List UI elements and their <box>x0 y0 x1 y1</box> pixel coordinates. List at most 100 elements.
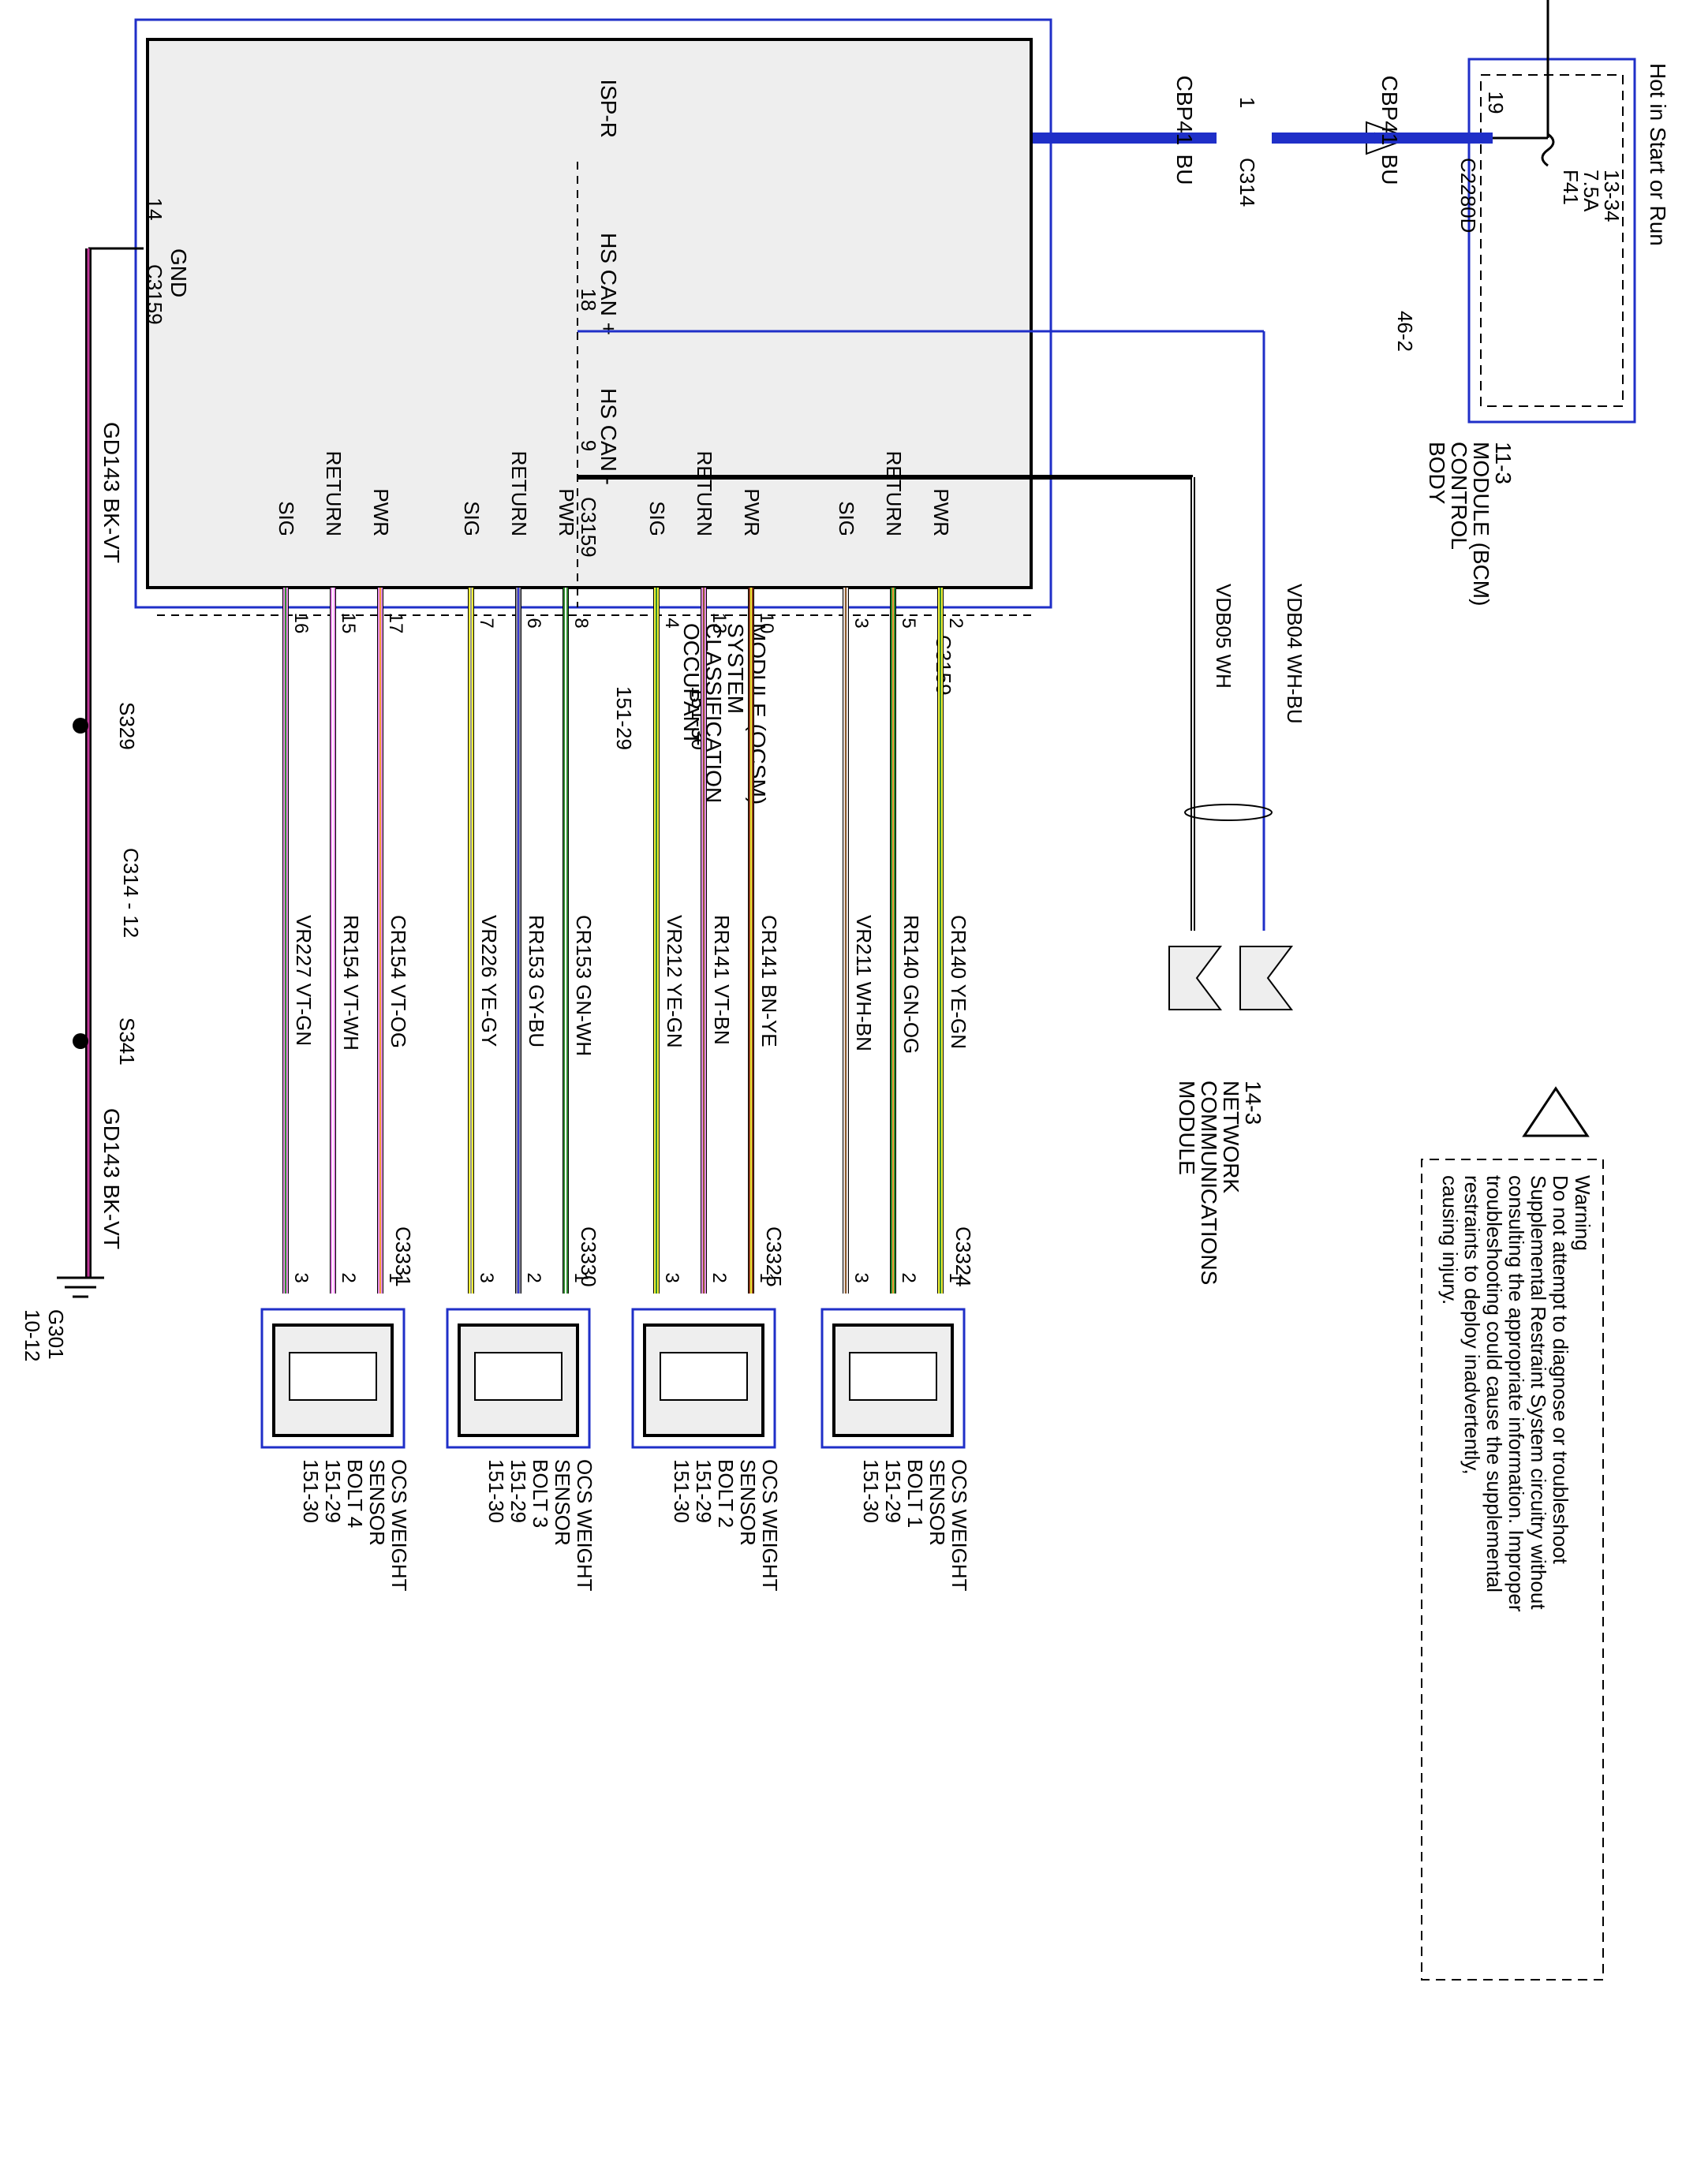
network-name-line-3: 14-3 <box>1241 1081 1265 1125</box>
sensor-wire-label-0-1: RR140 GN-OG <box>899 915 923 1054</box>
gnd-wire-label-2: GD143 BK-VT <box>99 1108 124 1249</box>
ref-page-label: 46-2 <box>1393 311 1417 352</box>
sensor-connector-2: C3330 <box>577 1226 600 1287</box>
sensor-wire-label-3-1: RR154 VT-WH <box>339 915 363 1051</box>
module-pin-0-0: 2 <box>945 618 966 628</box>
splice-s341-icon <box>73 1033 88 1049</box>
ocsm-pin-label-3-ret: RETURN <box>322 451 346 536</box>
bcm-pin: 19 <box>1484 91 1508 114</box>
ground-point-label: G301 <box>44 1309 68 1360</box>
ocsm-pin-label-2-sig: SIG <box>460 501 484 536</box>
can-minus-wire-label: VDB05 WH <box>1212 584 1235 689</box>
can-plus-pin: 18 <box>577 289 600 312</box>
sensor-name-2-0: OCS WEIGHT <box>573 1459 596 1592</box>
sensor-wire-label-2-0: CR153 GN-WH <box>572 915 596 1056</box>
module-pin-2-1: 6 <box>523 618 544 628</box>
bcm-dashed-box <box>1480 74 1624 407</box>
sensor-frame-0 <box>820 1308 966 1449</box>
gnd-pin: 14 <box>143 198 166 221</box>
sensor-pin-1-1: 2 <box>708 1272 730 1282</box>
sensor-connector-3: C3331 <box>391 1226 415 1287</box>
ocsm-pin-label-0-pwr: PWR <box>929 488 953 536</box>
network-name-line-2: NETWORK <box>1219 1081 1243 1193</box>
gnd-wire-label-1: GD143 BK-VT <box>99 422 124 563</box>
sensor-wire-label-0-2: VR211 WH-BN <box>852 915 876 1051</box>
c314-label: C314 <box>1235 158 1259 207</box>
sensor-name-3-1: SENSOR <box>365 1459 389 1546</box>
bcm-name-line-1: CONTROL <box>1447 442 1471 550</box>
warning-line-1: Supplemental Restraint System circuitry … <box>1527 1175 1550 1610</box>
pin-label-gnd: GND <box>166 248 191 297</box>
module-pin-2-2: 7 <box>476 618 497 628</box>
ocsm-name-line-0: OCCUPANT <box>679 623 704 745</box>
ocsm-pin-label-2-ret: RETURN <box>507 451 531 536</box>
sensor-name-3-3: 151-29 <box>321 1459 345 1523</box>
sensor-pin-0-0: 1 <box>945 1272 966 1282</box>
sensor-name-3-2: BOLT 4 <box>343 1459 367 1528</box>
sensor-name-0-0: OCS WEIGHT <box>948 1459 971 1592</box>
ocsm-pin-label-1-sig: SIG <box>645 501 669 536</box>
sensor-name-2-4: 151-30 <box>484 1459 508 1523</box>
ocsm-pin-label-2-pwr: PWR <box>555 488 578 536</box>
fuse-icon <box>1541 133 1555 167</box>
ocsm-box <box>146 38 1033 589</box>
ocsm-pin-label-0-ret: RETURN <box>882 451 906 536</box>
cbp41-label-1: CBP41 <box>1377 76 1402 146</box>
sensor-name-0-1: SENSOR <box>925 1459 949 1546</box>
can-minus-pin: 9 <box>577 440 600 451</box>
network-connector-plus-icon <box>1239 946 1293 1010</box>
c314-gap <box>1217 126 1272 150</box>
sensor-pin-2-1: 2 <box>523 1272 544 1282</box>
sensor-wire-label-1-2: VR212 YE-GN <box>663 915 686 1048</box>
pin-label-hs-can-plus: HS CAN + <box>596 233 621 335</box>
cbp41-label-2: CBP41 <box>1172 76 1197 146</box>
ocsm-name-line-2: SYSTEM <box>723 623 748 714</box>
splice-s329-label: S329 <box>115 702 139 750</box>
twisted-pair-icon <box>1184 804 1273 821</box>
cbp41-color-1: BU <box>1377 155 1402 185</box>
sensor-wire-label-3-0: CR154 VT-OG <box>387 915 410 1048</box>
bcm-name-line-3: 11-3 <box>1491 442 1516 484</box>
sensor-wire-label-1-1: RR141 VT-BN <box>710 915 734 1045</box>
module-pin-2-0: 8 <box>570 618 592 628</box>
sensor-wire-label-2-1: RR153 GY-BU <box>525 915 548 1047</box>
pin-label-isp-r: ISP-R <box>596 79 621 138</box>
sensor-name-1-2: BOLT 2 <box>714 1459 738 1528</box>
sensor-name-2-2: BOLT 3 <box>529 1459 552 1528</box>
module-pin-0-1: 5 <box>898 618 919 628</box>
sensor-pin-3-2: 3 <box>290 1272 312 1282</box>
sensor-name-0-2: BOLT 1 <box>903 1459 927 1528</box>
fuse-label-0: F41 <box>1559 170 1583 205</box>
pin-label-hs-can-minus: HS CAN - <box>596 388 621 485</box>
power-source-label: Hot in Start or Run <box>1646 63 1670 246</box>
sensor-pin-3-1: 2 <box>338 1272 359 1282</box>
sensor-frame-3 <box>260 1308 406 1449</box>
warning-line-3: troubleshooting could cause the suppleme… <box>1482 1175 1506 1592</box>
sensor-connector-0: C3324 <box>951 1226 975 1287</box>
module-pin-1-1: 13 <box>708 613 730 634</box>
sensor-pin-1-0: 1 <box>756 1272 777 1282</box>
ocsm-pin-label-1-pwr: PWR <box>740 488 764 536</box>
sensor-element-1 <box>660 1352 748 1401</box>
warning-box <box>1421 1159 1604 1981</box>
sensor-pin-1-2: 3 <box>661 1272 682 1282</box>
module-pin-0-2: 3 <box>850 618 872 628</box>
bcm-name-line-2: MODULE (BCM) <box>1469 442 1493 606</box>
sensor-frame-1 <box>631 1308 776 1449</box>
bcm-name-line-0: BODY <box>1425 442 1449 505</box>
sensor-wire-label-1-0: CR141 BN-YE <box>757 915 781 1047</box>
bcm-frame <box>1467 58 1636 424</box>
ocsm-pin-label-0-sig: SIG <box>835 501 858 536</box>
fuse-label-2: 13-34 <box>1600 170 1624 222</box>
sensor-wire-label-3-2: VR227 VT-GN <box>292 915 316 1046</box>
warning-line-4: restraints to deploy inadvertently, <box>1460 1175 1484 1475</box>
sensor-name-1-4: 151-30 <box>670 1459 693 1523</box>
sensor-wire-label-2-2: VR226 YE-GY <box>477 915 501 1047</box>
ground-symbol-icon <box>57 1276 104 1298</box>
ocsm-pin-label-3-sig: SIG <box>275 501 298 536</box>
sensor-pin-3-0: 1 <box>385 1272 406 1282</box>
module-pin-1-2: 4 <box>661 618 682 628</box>
gnd-connector: C3159 <box>143 264 166 325</box>
